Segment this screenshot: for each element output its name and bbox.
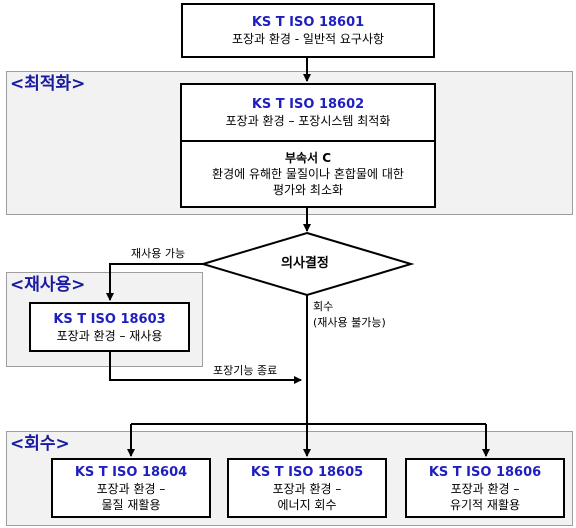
packaging-end-label: 포장기능 종료 [213,364,278,377]
decision-diamond [199,231,415,297]
annex-c-box: 부속서 C 환경에 유해한 물질이나 혼합물에 대한 평가와 최소화 [180,140,436,208]
standard-box-18606: KS T ISO 18606 포장과 환경 – 유기적 재활용 [405,458,565,518]
standard-desc-line2: 에너지 회수 [277,497,337,512]
standard-code: KS T ISO 18601 [251,15,365,30]
reuse-branch-label: 재사용 가능 [131,247,186,260]
standard-desc: 포장과 환경 – 재사용 [56,328,163,343]
recovery-branch-note: (재사용 불가능) [313,316,386,329]
standard-box-18604: KS T ISO 18604 포장과 환경 – 물질 재활용 [51,458,211,518]
decision-label: 의사결정 [281,256,329,271]
standard-code: KS T ISO 18605 [250,464,364,480]
annex-title: 부속서 C [284,151,332,165]
recovery-branch-label: 회수 [313,300,334,313]
standard-desc-line2: 유기적 재활용 [449,497,521,512]
standard-code: KS T ISO 18602 [251,97,365,112]
standard-code: KS T ISO 18603 [53,311,166,327]
annex-desc-line1: 환경에 유해한 물질이나 혼합물에 대한 [212,167,404,181]
standard-desc: 포장과 환경 – 포장시스템 최적화 [225,114,391,128]
standard-code: KS T ISO 18606 [428,464,542,480]
standard-desc-line2: 물질 재활용 [101,497,161,512]
arrow-reuse-end-to-recovery [109,352,302,384]
optimization-region-label: <최적화> [10,74,86,94]
standard-code: KS T ISO 18604 [74,464,188,480]
recovery-region-label: <회수> [10,434,70,454]
standard-desc-line1: 포장과 환경 – [272,481,342,496]
standard-box-18605: KS T ISO 18605 포장과 환경 – 에너지 회수 [227,458,387,518]
standard-desc: 포장과 환경 - 일반적 요구사항 [231,32,385,46]
standard-desc-line1: 포장과 환경 – [450,481,520,496]
reuse-region-label: <재사용> [10,275,86,295]
standard-box-18601: KS T ISO 18601 포장과 환경 - 일반적 요구사항 [181,3,435,58]
standard-desc-line1: 포장과 환경 – [96,481,166,496]
standard-box-18603: KS T ISO 18603 포장과 환경 – 재사용 [29,302,190,352]
standard-box-18602: KS T ISO 18602 포장과 환경 – 포장시스템 최적화 [180,83,436,142]
annex-desc-line2: 평가와 최소화 [272,183,344,197]
arrow-decision-to-reuse [106,263,203,301]
